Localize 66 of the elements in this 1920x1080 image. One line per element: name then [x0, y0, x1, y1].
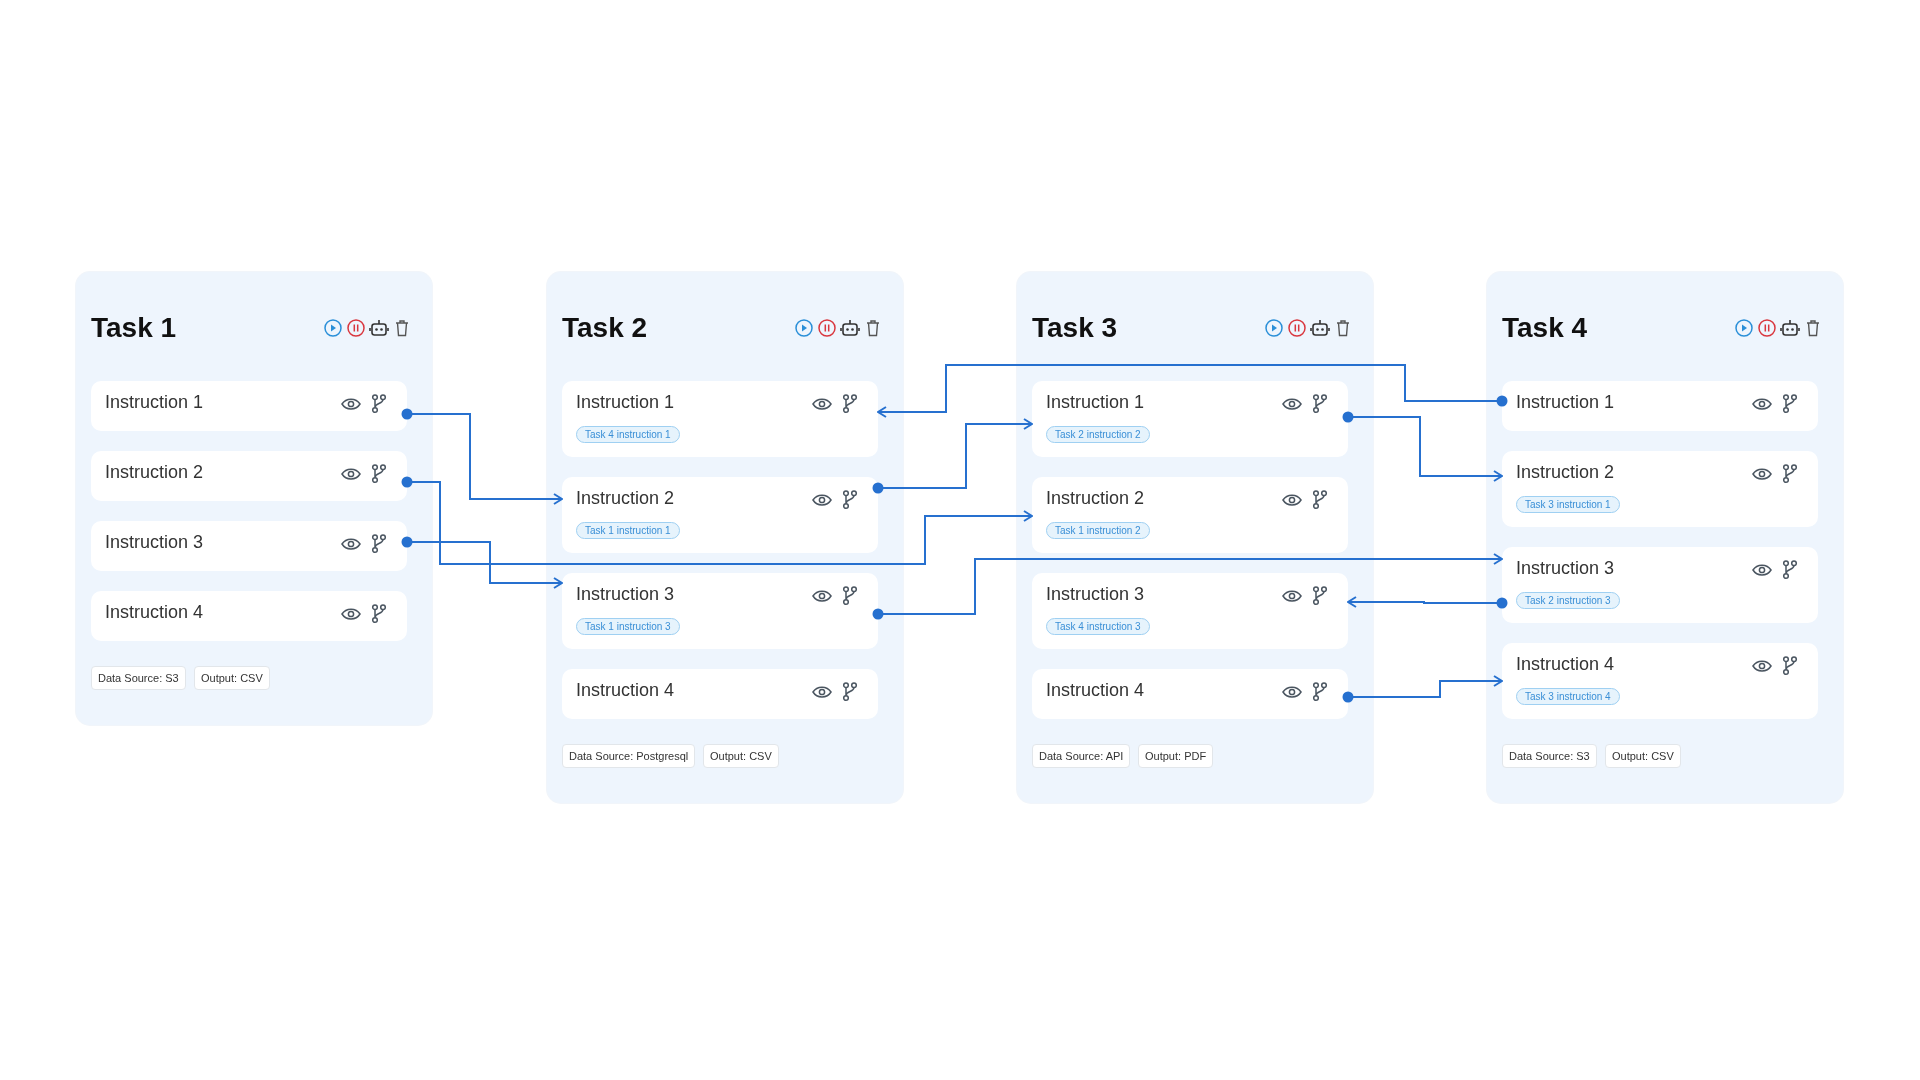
instruction-title: Instruction 1	[576, 392, 675, 413]
connector-arrow	[401, 408, 563, 505]
info-chip: Data Source: S3	[91, 666, 186, 690]
info-chip: Output: CSV	[703, 744, 779, 768]
instruction-card	[1502, 381, 1818, 431]
connector-arrow	[872, 553, 1503, 620]
instruction-title: Instruction 2	[1516, 462, 1615, 483]
task-title: Task 4	[1502, 312, 1588, 344]
instruction-card	[1502, 547, 1818, 623]
instruction-title: Instruction 4	[576, 680, 675, 701]
info-chip: Output: PDF	[1138, 744, 1214, 768]
instruction-card	[1032, 477, 1348, 553]
connector-arrow	[1342, 675, 1503, 703]
task-panel	[1017, 272, 1373, 803]
instruction-title: Instruction 2	[105, 462, 204, 483]
instruction-title: Instruction 3	[1046, 584, 1145, 605]
connector-arrow	[872, 418, 1033, 494]
source-tag: Task 2 instruction 3	[1516, 592, 1620, 609]
source-tag: Task 3 instruction 1	[1516, 496, 1620, 513]
instruction-title: Instruction 4	[1516, 654, 1615, 675]
source-tag: Task 4 instruction 1	[576, 426, 680, 443]
instruction-card	[1032, 573, 1348, 649]
task-panel	[547, 272, 903, 803]
info-chip: Output: CSV	[1605, 744, 1681, 768]
source-tag: Task 4 instruction 3	[1046, 618, 1150, 635]
instruction-title: Instruction 3	[576, 584, 675, 605]
instruction-title: Instruction 3	[105, 532, 204, 553]
task-panel	[76, 272, 432, 725]
instruction-card	[1502, 643, 1818, 719]
info-chip: Data Source: Postgresql	[562, 744, 696, 768]
source-tag: Task 1 instruction 3	[576, 618, 680, 635]
instruction-card	[91, 381, 407, 431]
instruction-title: Instruction 1	[1046, 392, 1145, 413]
task-title: Task 3	[1032, 312, 1118, 344]
instruction-card	[562, 381, 878, 457]
instruction-card	[91, 591, 407, 641]
info-chip: Data Source: API	[1032, 744, 1131, 768]
instruction-title: Instruction 4	[105, 602, 204, 623]
instruction-title: Instruction 4	[1046, 680, 1145, 701]
instruction-card	[562, 573, 878, 649]
task-panel	[1487, 272, 1843, 803]
connector-arrow	[401, 536, 563, 589]
connector-arrow	[1347, 596, 1508, 609]
instruction-card	[91, 451, 407, 501]
connector-arrow	[877, 364, 1508, 418]
source-tag: Task 3 instruction 4	[1516, 688, 1620, 705]
info-chip: Data Source: S3	[1502, 744, 1597, 768]
instruction-card	[1032, 381, 1348, 457]
source-tag: Task 1 instruction 1	[576, 522, 680, 539]
instruction-card	[1502, 451, 1818, 527]
instruction-card	[91, 521, 407, 571]
instruction-title: Instruction 3	[1516, 558, 1615, 579]
task-title: Task 2	[562, 312, 648, 344]
connector-arrow	[401, 476, 1033, 565]
info-chip: Output: CSV	[194, 666, 270, 690]
instruction-title: Instruction 2	[576, 488, 675, 509]
instruction-card	[1032, 669, 1348, 719]
connector-arrow	[1342, 411, 1503, 482]
instruction-card	[562, 477, 878, 553]
source-tag: Task 1 instruction 2	[1046, 522, 1150, 539]
task-title: Task 1	[91, 312, 177, 344]
instruction-title: Instruction 1	[1516, 392, 1615, 413]
instruction-title: Instruction 2	[1046, 488, 1145, 509]
instruction-card	[562, 669, 878, 719]
instruction-title: Instruction 1	[105, 392, 204, 413]
source-tag: Task 2 instruction 2	[1046, 426, 1150, 443]
